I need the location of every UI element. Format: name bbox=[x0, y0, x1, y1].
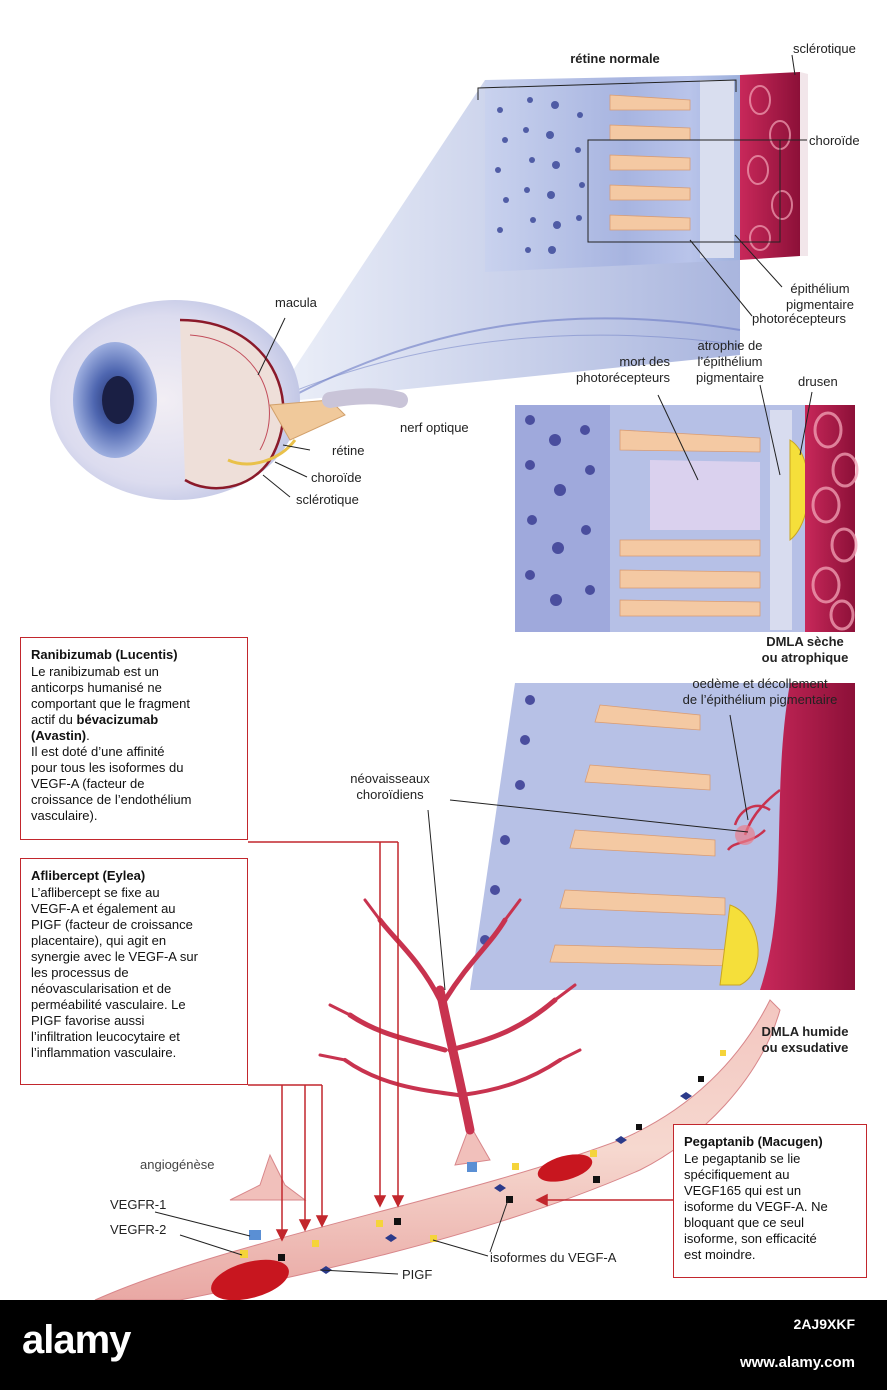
box-ranibizumab: Ranibizumab (Lucentis) Le ranibizumab es… bbox=[20, 637, 248, 840]
label-mort-photorecepteurs: mort des photorécepteurs bbox=[576, 354, 670, 385]
box-pegaptanib: Pegaptanib (Macugen) Le pegaptanib se li… bbox=[673, 1124, 867, 1278]
watermark-footer: alamy 2AJ9XKF www.alamy.com bbox=[0, 1300, 887, 1390]
label-retine: rétine bbox=[332, 443, 365, 458]
label-choroide-top: choroïde bbox=[809, 133, 860, 148]
label-sclerotique-eye: sclérotique bbox=[296, 492, 359, 507]
label-retine-normale: rétine normale bbox=[570, 51, 660, 66]
site-url: www.alamy.com bbox=[739, 1354, 855, 1371]
label-photorecepteurs: photorécepteurs bbox=[752, 311, 846, 326]
aflibercept-title: Aflibercept (Eylea) bbox=[31, 868, 146, 883]
label-macula: macula bbox=[275, 295, 317, 310]
label-atrophie: atrophie de l’épithélium pigmentaire bbox=[696, 338, 764, 385]
label-nerf-optique: nerf optique bbox=[400, 420, 469, 435]
medical-illustration bbox=[50, 54, 859, 1300]
ranibizumab-text-b: . Il est doté d’une affinité pour tous l… bbox=[31, 728, 192, 823]
label-dmla-humide: DMLA humide ou exsudative bbox=[761, 1024, 849, 1055]
label-dmla-seche: DMLA sèche ou atrophique bbox=[761, 634, 849, 665]
brand-logo: alamy bbox=[22, 1318, 131, 1362]
label-oedeme: oedème et décollement de l’épithélium pi… bbox=[682, 676, 838, 707]
label-pigf: PIGF bbox=[402, 1267, 433, 1282]
pegaptanib-text: Le pegaptanib se lie spécifiquement au V… bbox=[684, 1151, 828, 1262]
label-angiogenese: angiogénèse bbox=[140, 1157, 215, 1172]
ranibizumab-title: Ranibizumab (Lucentis) bbox=[31, 647, 178, 662]
label-epithelium-pigmentaire: épithélium pigmentaire bbox=[786, 281, 854, 312]
aflibercept-text: L’aflibercept se fixe au VEGF-A et égale… bbox=[31, 885, 198, 1060]
label-isoformes: isoformes du VEGF-A bbox=[490, 1250, 617, 1265]
label-vegfr1: VEGFR-1 bbox=[110, 1197, 167, 1212]
image-id: 2AJ9XKF bbox=[793, 1316, 855, 1332]
label-drusen: drusen bbox=[798, 374, 838, 389]
ranibizumab-text-bold: bévacizumab (Avastin) bbox=[31, 712, 159, 743]
box-aflibercept: Aflibercept (Eylea) L’aflibercept se fix… bbox=[20, 858, 248, 1085]
label-vegfr2: VEGFR-2 bbox=[110, 1222, 167, 1237]
label-sclerotique-top: sclérotique bbox=[793, 41, 856, 56]
ranibizumab-text-a: Le ranibizumab est un anticorps humanisé… bbox=[31, 664, 190, 727]
label-neovaisseaux: néovaisseaux choroïdiens bbox=[350, 771, 430, 802]
pegaptanib-title: Pegaptanib (Macugen) bbox=[684, 1134, 823, 1149]
label-choroide-eye: choroïde bbox=[311, 470, 362, 485]
